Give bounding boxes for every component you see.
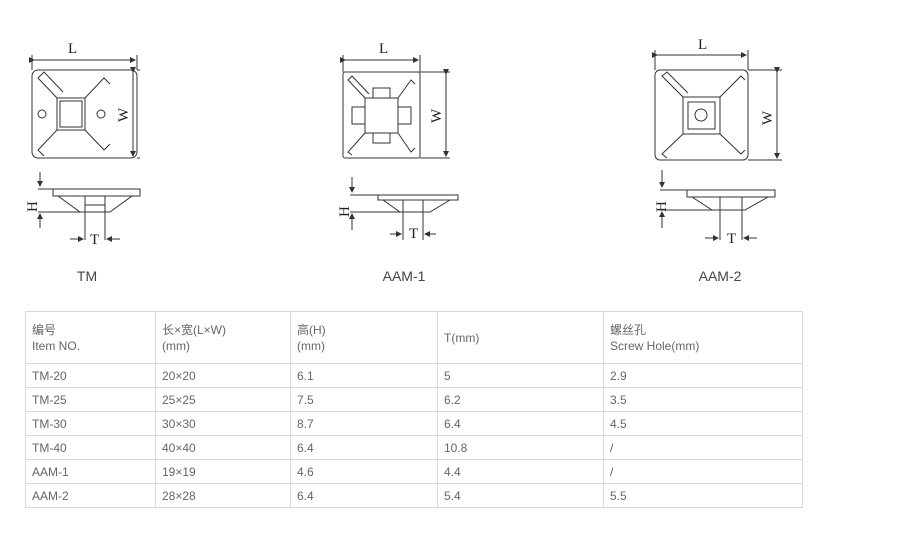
label-l: L [68,41,77,57]
tm-drawing: L W H T [25,41,141,248]
table-cell: / [603,435,803,460]
header-cell: 长×宽(L×W)(mm) [155,311,291,364]
label-l: L [379,41,388,57]
table-cell: 4.6 [290,459,438,484]
table-cell: 19×19 [155,459,291,484]
label-h: H [337,206,353,217]
table-cell: 3.5 [603,387,803,412]
table-cell: 8.7 [290,411,438,436]
table-cell: 6.1 [290,363,438,388]
table-cell: 30×30 [155,411,291,436]
table-cell: TM-20 [25,363,156,388]
label-t: T [727,231,736,247]
table-cell: 40×40 [155,435,291,460]
table-cell: 4.5 [603,411,803,436]
diagrams: L W H T L W H T [25,37,782,248]
table-cell: 7.5 [290,387,438,412]
table-cell: 5.5 [603,483,803,508]
table-cell: TM-25 [25,387,156,412]
table-cell: 5.4 [437,483,604,508]
table-cell: 6.4 [290,435,438,460]
label-w: W [760,110,776,125]
header-cell: 高(H)(mm) [290,311,438,364]
table-cell: TM-30 [25,411,156,436]
table-cell: 28×28 [155,483,291,508]
label-t: T [90,232,99,248]
table-cell: 5 [437,363,604,388]
table-cell: 10.8 [437,435,604,460]
table-cell: / [603,459,803,484]
table-cell: TM-40 [25,435,156,460]
label-w: W [429,108,445,123]
caption-tm: TM [76,268,98,284]
table-cell: 6.2 [437,387,604,412]
caption-aam2: AAM-2 [698,268,742,284]
aam2-drawing: L W H T [652,37,782,247]
table-cell: 6.4 [437,411,604,436]
label-h: H [654,201,670,212]
caption-aam1: AAM-1 [382,268,426,284]
header-cell: T(mm) [437,311,604,364]
table-cell: AAM-1 [25,459,156,484]
label-w: W [116,107,132,122]
table-cell: 6.4 [290,483,438,508]
table-cell: 2.9 [603,363,803,388]
table-cell: 4.4 [437,459,604,484]
table-cell: 25×25 [155,387,291,412]
table-cell: 20×20 [155,363,291,388]
table-cell: AAM-2 [25,483,156,508]
label-h: H [25,201,41,212]
label-l: L [698,37,707,53]
label-t: T [409,226,418,242]
aam1-drawing: L W H T [337,41,459,242]
